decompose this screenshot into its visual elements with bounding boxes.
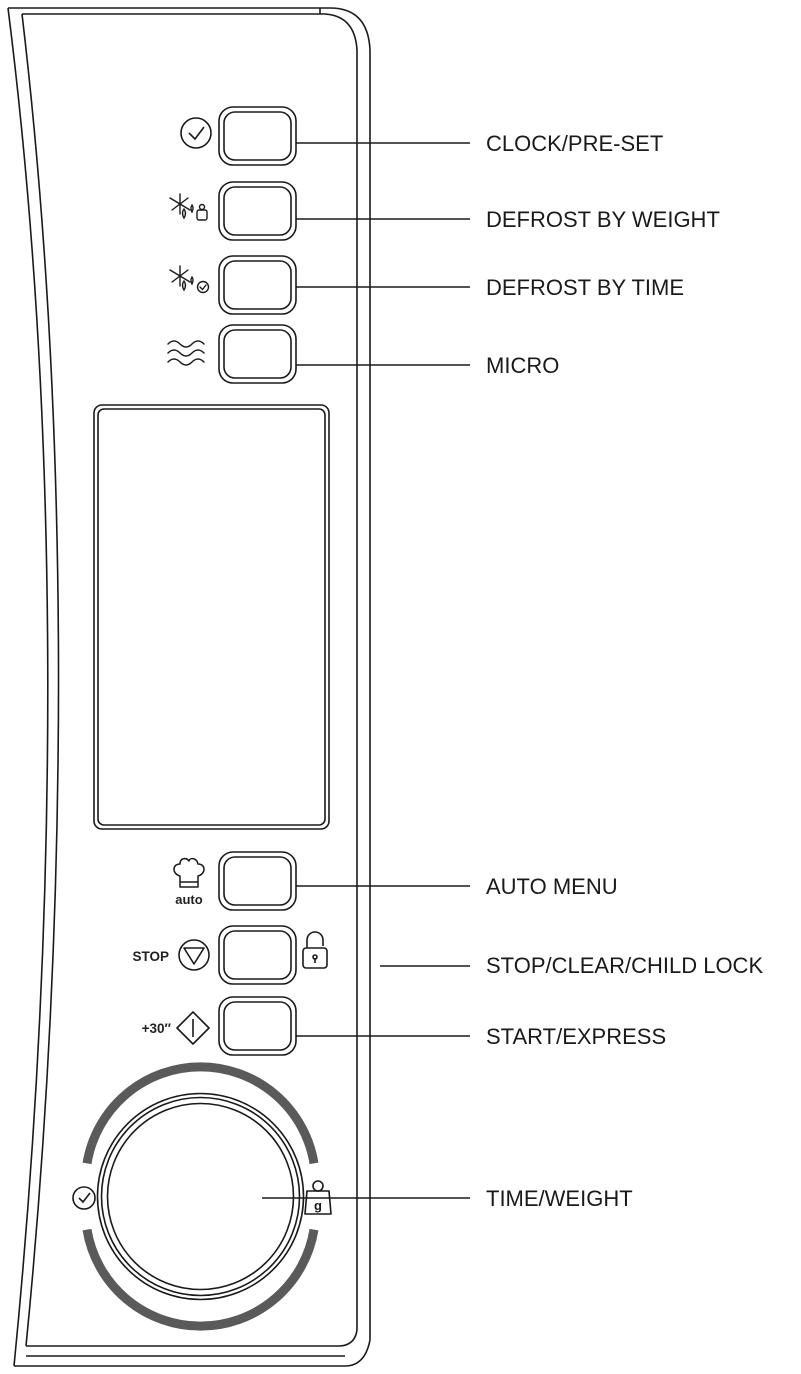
time-weight-dial[interactable] (82, 1062, 319, 1331)
label-defrost-time: DEFROST BY TIME (486, 275, 685, 300)
svg-text:g: g (314, 1198, 322, 1213)
label-time-weight: TIME/WEIGHT (486, 1186, 633, 1211)
auto-label: auto (175, 892, 203, 907)
button-start-express[interactable] (218, 996, 297, 1056)
stop-triangle-icon (178, 939, 210, 971)
defrost-weight-icon (169, 193, 208, 221)
label-defrost-weight: DEFROST BY WEIGHT (486, 207, 720, 232)
button-auto-menu[interactable] (218, 851, 297, 911)
button-defrost-weight[interactable] (218, 181, 297, 241)
label-micro: MICRO (486, 353, 560, 378)
defrost-time-icon (169, 265, 210, 294)
stop-label: STOP (132, 949, 169, 964)
label-auto-menu: AUTO MENU (486, 874, 618, 899)
button-clock-preset[interactable] (218, 106, 297, 166)
plus30-label: +30″ (142, 1021, 172, 1036)
weight-icon: g (304, 1180, 332, 1215)
start-diamond-icon (176, 1011, 210, 1045)
padlock-icon (302, 931, 328, 969)
dial-ring-bottom (82, 1228, 319, 1331)
label-clock-preset: CLOCK/PRE-SET (486, 131, 664, 156)
button-defrost-time[interactable] (218, 255, 297, 315)
display-window (93, 404, 330, 830)
microwave-waves-icon (167, 340, 205, 366)
label-stop-clear-child-lock: STOP/CLEAR/CHILD LOCK (486, 953, 764, 978)
button-micro[interactable] (218, 324, 297, 384)
panel-body (7, 7, 371, 1367)
clock-icon (72, 1186, 96, 1210)
dial-ring-top (82, 1062, 319, 1165)
button-stop-clear[interactable] (218, 925, 297, 985)
label-start-express: START/EXPRESS (486, 1024, 667, 1049)
leader-lines (262, 142, 470, 1199)
clock-icon (180, 117, 212, 149)
chef-hat-icon (173, 857, 205, 888)
